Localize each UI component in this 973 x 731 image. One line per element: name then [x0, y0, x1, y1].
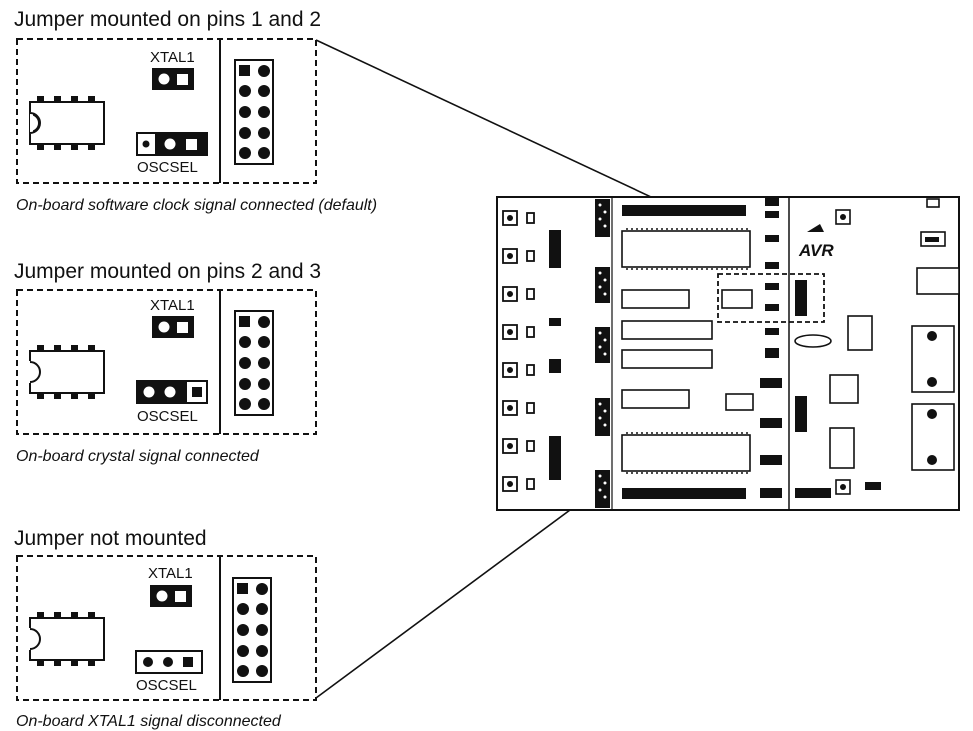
right-component-details [840, 214, 939, 490]
oscsel-jumper-icon [136, 132, 208, 156]
zoom-region [717, 273, 825, 323]
header-10pin-icon [232, 577, 272, 683]
xtal1-label: XTAL1 [150, 49, 195, 66]
header-10pin-icon [234, 59, 274, 165]
ic-chip-icon [29, 612, 105, 666]
top-long-header [622, 205, 746, 216]
xtal1-jumper-icon [152, 316, 194, 338]
panel-heading: Jumper not mounted [14, 527, 207, 550]
panel-frame [16, 289, 317, 435]
oscsel-jumper-icon [135, 650, 203, 674]
crystal-icon [794, 334, 832, 348]
xtal1-jumper-icon [152, 68, 194, 90]
panel-caption: On-board crystal signal connected [16, 448, 260, 465]
ic-chip-icon [29, 345, 105, 399]
avr-logo-text: AVR [798, 241, 834, 260]
oscsel-label: OSCSEL [137, 159, 198, 176]
board-ic-pins [626, 228, 748, 474]
panel-not-mounted: Jumper not mounted XTAL1 OSCSEL [14, 527, 317, 730]
panel-caption: On-board software clock signal connected… [16, 197, 377, 214]
oscsel-jumper-icon [136, 380, 208, 404]
small-components [760, 198, 881, 498]
right-components [829, 198, 960, 495]
xtal1-jumper-icon [150, 585, 192, 607]
panel-heading: Jumper mounted on pins 2 and 3 [14, 260, 321, 283]
header-pin-holes [598, 203, 607, 499]
bottom-long-header [622, 488, 746, 499]
panel-pins-2-3: Jumper mounted on pins 2 and 3 XTAL1 OSC… [14, 260, 321, 465]
panel-heading: Jumper mounted on pins 1 and 2 [14, 8, 321, 31]
zoom-header [795, 280, 807, 316]
oscsel-label: OSCSEL [136, 677, 197, 694]
panel-pins-1-2: Jumper mounted on pins 1 and 2 XTAL1 [14, 8, 377, 214]
left-headers [549, 230, 561, 480]
panel-frame [16, 38, 317, 184]
panel-caption: On-board XTAL1 signal disconnected [16, 713, 282, 730]
ic-chip-icon [29, 96, 105, 150]
header-10pin-icon [234, 310, 274, 416]
panel-frame [16, 555, 317, 701]
switch-dots [507, 215, 513, 487]
avr-logo: AVR [798, 224, 834, 260]
xtal1-label: XTAL1 [148, 565, 193, 582]
oscsel-label: OSCSEL [137, 408, 198, 425]
xtal1-label: XTAL1 [150, 297, 195, 314]
avr-board: AVR [496, 196, 960, 511]
board-ics [621, 230, 754, 472]
